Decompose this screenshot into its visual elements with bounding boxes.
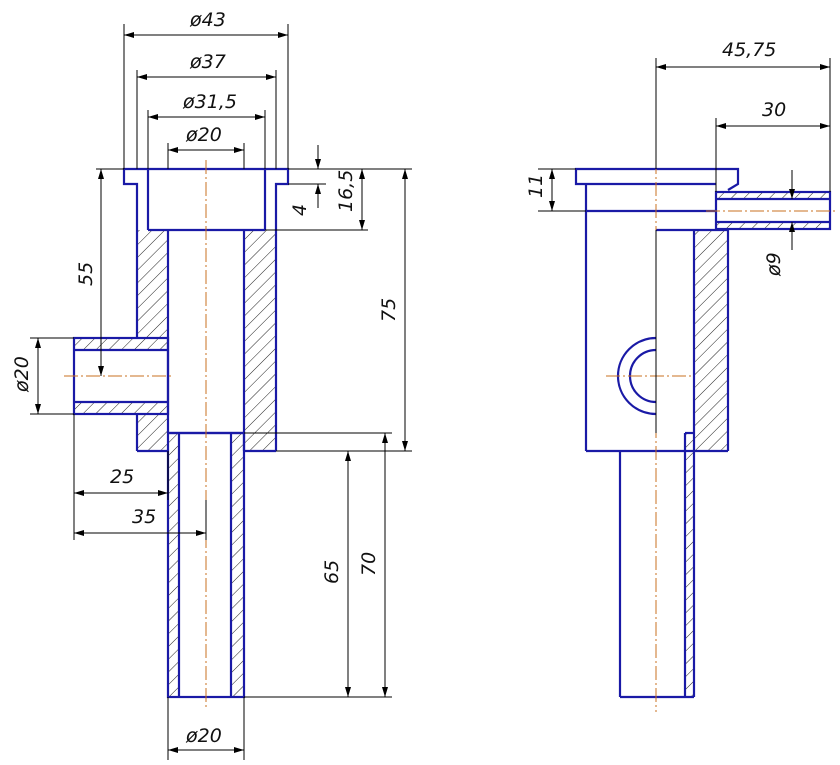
dim-d9: ø9 bbox=[763, 252, 785, 277]
dim-h16-5: 16,5 bbox=[335, 170, 357, 212]
dim-h55: 55 bbox=[75, 262, 97, 286]
half-section-dimensions bbox=[538, 58, 831, 250]
dim-w35: 35 bbox=[132, 506, 156, 528]
dim-h4: 4 bbox=[289, 204, 311, 216]
dim-h70: 70 bbox=[358, 552, 380, 576]
dim-d37: ø37 bbox=[189, 51, 226, 73]
dim-d20-bottom: ø20 bbox=[185, 725, 222, 747]
dim-d20-top: ø20 bbox=[185, 124, 222, 146]
dim-w45-75: 45,75 bbox=[722, 39, 776, 61]
dim-h65: 65 bbox=[321, 560, 343, 584]
half-section-hatch bbox=[685, 192, 830, 697]
section-centerlines bbox=[64, 160, 207, 710]
dim-h75: 75 bbox=[378, 298, 400, 322]
dim-d43: ø43 bbox=[189, 9, 226, 31]
section-dimensions bbox=[30, 24, 412, 760]
dim-w25: 25 bbox=[110, 466, 134, 488]
half-section-view: 45,75 30 11 ø9 bbox=[525, 39, 838, 712]
dim-d20-side: ø20 bbox=[11, 356, 33, 393]
dim-w30: 30 bbox=[762, 99, 786, 121]
dim-d31-5: ø31,5 bbox=[182, 91, 237, 113]
section-view: ø43 ø37 ø31,5 ø20 4 16,5 75 55 ø20 25 35… bbox=[11, 9, 412, 760]
dim-h11: 11 bbox=[525, 174, 547, 198]
hatch-regions bbox=[74, 230, 276, 697]
